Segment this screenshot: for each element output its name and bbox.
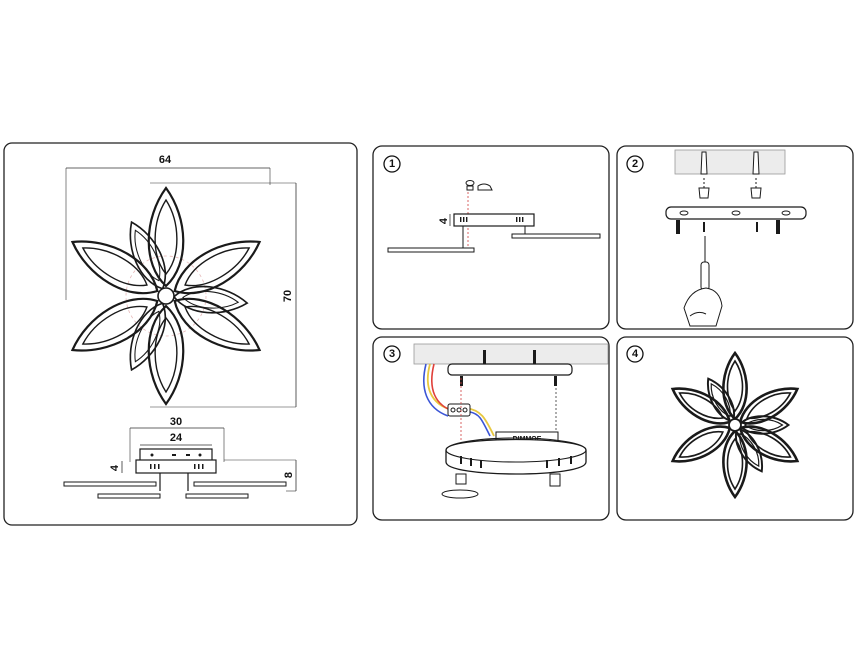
dimension-base-30: 30	[170, 416, 182, 428]
panel-step-1-frame	[372, 145, 610, 330]
dimension-height-70: 70	[282, 290, 294, 302]
dimension-base-24: 24	[170, 432, 183, 444]
mounting-bar	[665, 206, 807, 220]
panel-step-2: 2	[616, 145, 854, 330]
panel-dimensions: 64 70 30 24	[3, 142, 358, 526]
wall-anchor-icon	[698, 151, 762, 199]
screwdriver-icon	[683, 236, 723, 327]
panel-step-4: 4	[616, 336, 854, 521]
dimmer-driver-unit: DIMMOE	[445, 431, 587, 475]
step-1-dimension-4: 4	[438, 217, 450, 224]
ceiling-surface	[413, 343, 609, 365]
dimension-base-height-4: 4	[109, 464, 121, 471]
chandelier-installed	[665, 351, 805, 499]
chandelier-side-view	[63, 448, 287, 499]
dimension-width-64: 64	[159, 154, 172, 166]
panel-step-2-frame	[616, 145, 854, 330]
dimension-total-height-8: 8	[283, 472, 295, 478]
mounting-screw-icon	[465, 180, 493, 191]
panel-step-3: 3 DIMMOE	[372, 336, 610, 521]
step-4-number: 4	[632, 348, 639, 360]
step-2-number: 2	[632, 158, 638, 170]
step-3-number: 3	[389, 348, 395, 360]
chandelier-top-view	[62, 186, 270, 406]
ceiling-surface	[674, 149, 786, 175]
terminal-block-icon	[447, 403, 471, 417]
panel-step-1: 1 4	[372, 145, 610, 330]
step-1-number: 1	[389, 158, 395, 170]
